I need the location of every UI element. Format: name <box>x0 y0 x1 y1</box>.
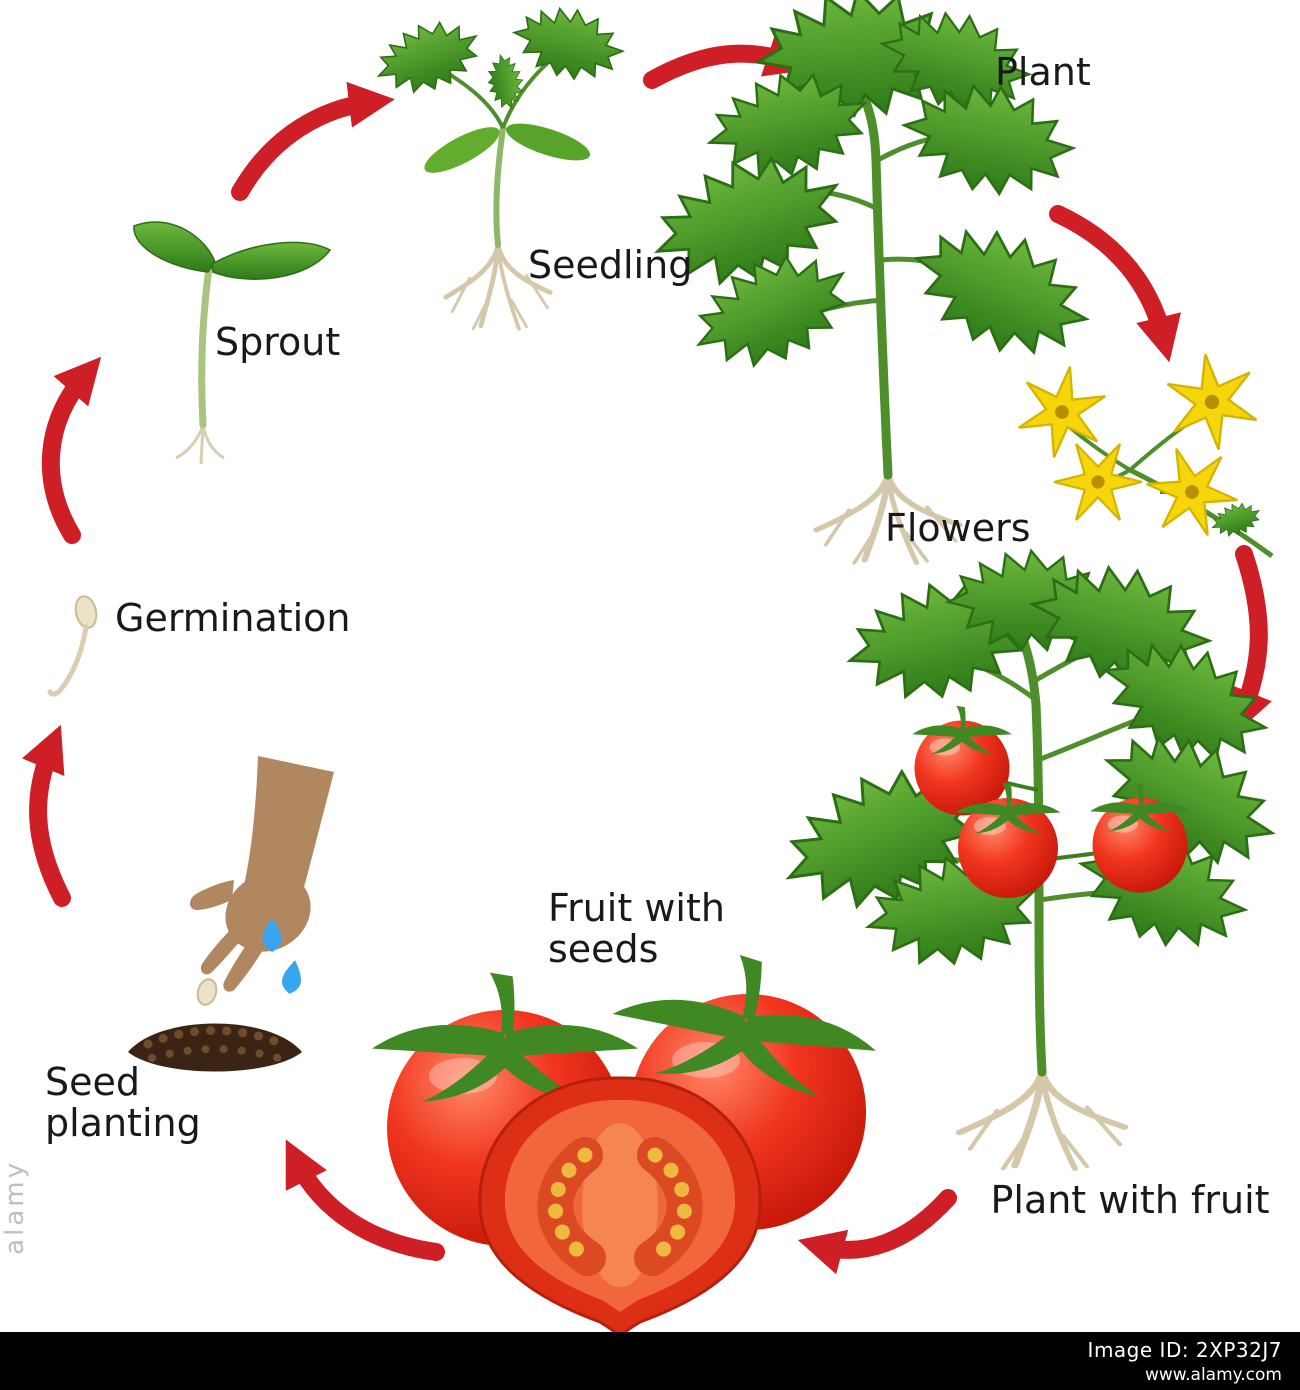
label-sprout: Sprout <box>215 320 341 364</box>
fruit-with-seeds-illustration <box>372 938 887 1338</box>
label-seed-planting: Seed planting <box>45 1060 201 1146</box>
water-drop-icon <box>262 918 301 994</box>
hand-icon <box>190 756 334 992</box>
image-id-text: Image ID: 2XP32J7 <box>1087 1337 1282 1362</box>
arrow-flowers-to-plant-with-fruit <box>1229 545 1272 736</box>
label-seedling: Seedling <box>528 243 693 287</box>
seed-planting-illustration <box>128 756 334 1072</box>
soil-mound-icon <box>128 1023 302 1072</box>
plant-with-fruit-illustration <box>763 546 1296 1168</box>
arrow-germination-to-sprout <box>41 356 102 544</box>
label-flowers: Flowers <box>885 506 1031 550</box>
germination-illustration <box>47 595 98 697</box>
label-plant: Plant <box>995 50 1091 94</box>
alamy-watermark: alamy <box>0 1160 30 1255</box>
label-germination: Germination <box>115 596 351 640</box>
website-text: www.alamy.com <box>1144 1364 1282 1385</box>
arrow-plant-to-flowers <box>1049 205 1181 363</box>
cycle-arrows <box>21 32 1272 1275</box>
arrow-fruit-with-seeds-to-seed-planting <box>285 1139 445 1261</box>
arrow-seed-planting-to-germination <box>21 724 71 907</box>
flowers-illustration <box>1013 347 1274 559</box>
arrow-plant-with-fruit-to-fruit-with-seeds <box>797 1189 957 1275</box>
sprout-illustration <box>133 221 332 465</box>
seedling-illustration <box>366 0 630 329</box>
label-fruit-with-seeds: Fruit with seeds <box>548 886 725 972</box>
plant-illustration <box>637 0 1107 563</box>
arrow-sprout-to-seedling <box>231 81 395 201</box>
falling-seed-icon <box>196 978 218 1006</box>
footer-bar: Image ID: 2XP32J7 www.alamy.com <box>0 1332 1300 1390</box>
label-plant-with-fruit: Plant with fruit <box>990 1178 1270 1222</box>
